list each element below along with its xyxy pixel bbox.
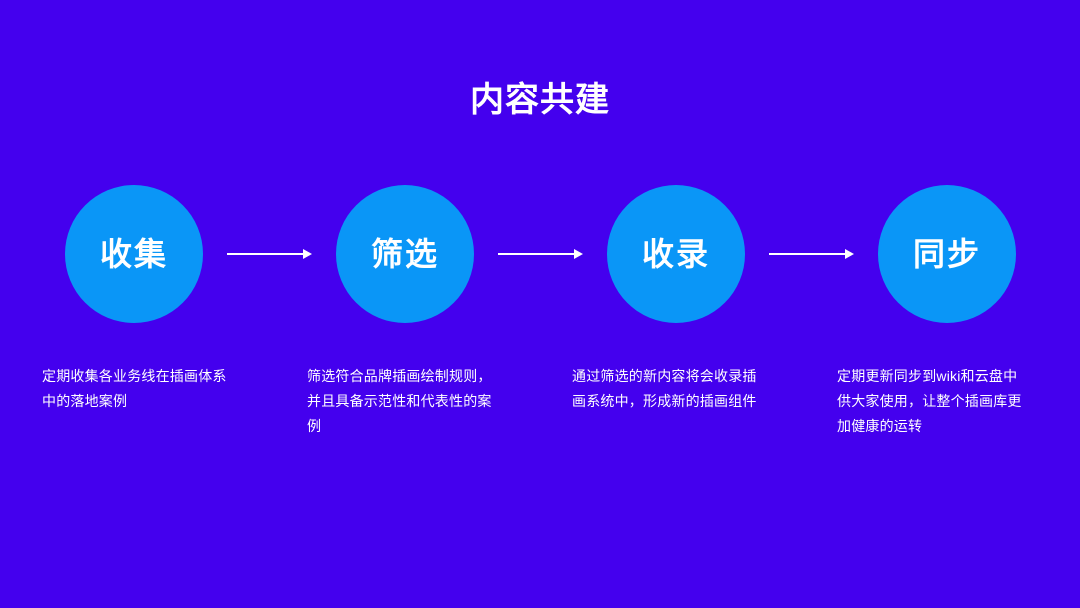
- arrow-head: [574, 249, 584, 259]
- step-label-1: 收集: [99, 236, 168, 272]
- step-circle-4[interactable]: 同步: [878, 185, 1016, 323]
- step-caption-4: 定期更新同步到wiki和云盘中供大家使用，让整个插画库更加健康的运转: [837, 368, 1022, 434]
- caption-col-4: 定期更新同步到wiki和云盘中供大家使用，让整个插画库更加健康的运转: [837, 364, 1027, 439]
- arrow-shaft: [768, 253, 848, 255]
- step-circle-2[interactable]: 筛选: [336, 185, 474, 323]
- step-label-4: 同步: [912, 236, 981, 272]
- arrow-right-icon-1: [213, 247, 326, 261]
- step-caption-3: 通过筛选的新内容将会收录插画系统中，形成新的插画组件: [572, 368, 757, 409]
- step-captions: 定期收集各业务线在插画体系中的落地案例 筛选符合品牌插画绘制规则，并且具备示范性…: [42, 364, 1042, 439]
- step-circle-1[interactable]: 收集: [65, 185, 203, 323]
- caption-col-3: 通过筛选的新内容将会收录插画系统中，形成新的插画组件: [572, 364, 762, 414]
- caption-col-2: 筛选符合品牌插画绘制规则，并且具备示范性和代表性的案例: [307, 364, 497, 439]
- step-label-3: 收录: [641, 236, 710, 272]
- step-caption-2: 筛选符合品牌插画绘制规则，并且具备示范性和代表性的案例: [307, 368, 492, 434]
- arrow-shaft: [226, 253, 306, 255]
- step-caption-1: 定期收集各业务线在插画体系中的落地案例: [42, 368, 227, 409]
- arrow-head: [303, 249, 313, 259]
- arrow-shaft: [497, 253, 577, 255]
- caption-col-1: 定期收集各业务线在插画体系中的落地案例: [42, 364, 232, 414]
- page-title: 内容共建: [470, 81, 610, 119]
- step-label-2: 筛选: [370, 236, 439, 272]
- step-circle-3[interactable]: 收录: [607, 185, 745, 323]
- process-flow: 收集 筛选 收录 同步: [65, 185, 1016, 323]
- arrow-right-icon-3: [755, 247, 868, 261]
- arrow-right-icon-2: [484, 247, 597, 261]
- arrow-head: [845, 249, 855, 259]
